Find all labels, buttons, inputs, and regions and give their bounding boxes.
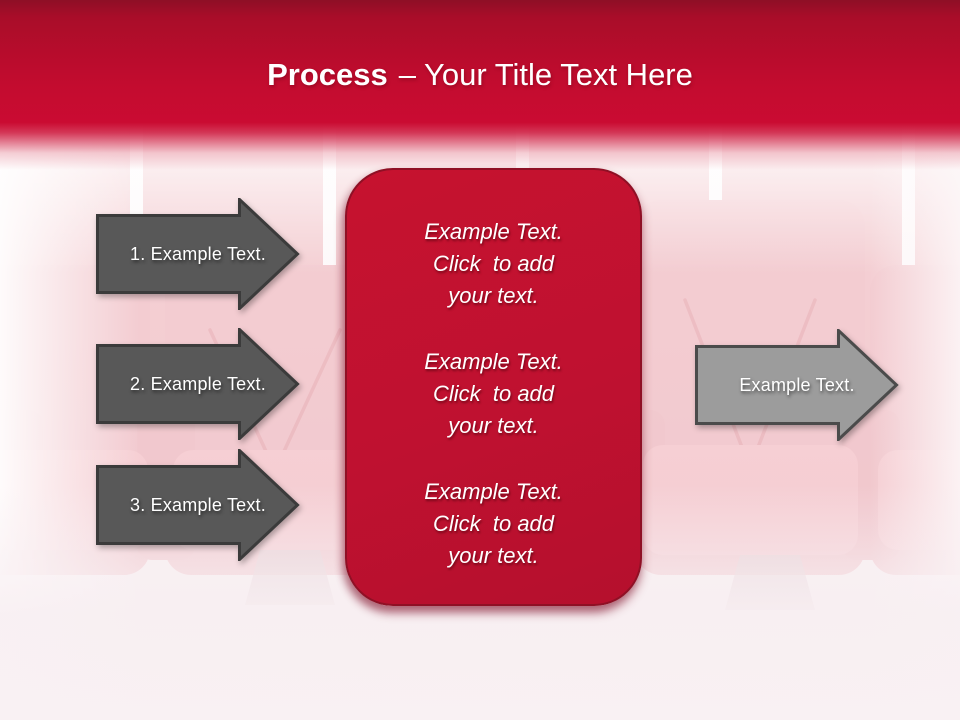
process-arrow-3-label: 3. Example Text.	[130, 494, 266, 515]
center-text-paragraph-2[interactable]: Example Text. Click to add your text.	[424, 349, 563, 438]
output-arrow[interactable]: Example Text.	[695, 329, 899, 441]
process-arrow-3[interactable]: 3. Example Text.	[96, 449, 300, 561]
right-arrow-shape-icon	[695, 329, 899, 441]
center-text-box[interactable]: Example Text. Click to add your text. Ex…	[345, 168, 642, 606]
process-arrow-2[interactable]: 2. Example Text.	[96, 328, 300, 440]
process-arrow-2-label: 2. Example Text.	[130, 373, 266, 394]
center-text-paragraph-3[interactable]: Example Text. Click to add your text.	[424, 479, 563, 568]
slide-title-placeholder: – Your Title Text Here	[398, 57, 693, 92]
slide-title-keyword: Process	[267, 57, 388, 92]
slide-title[interactable]: Process – Your Title Text Here	[0, 56, 960, 94]
process-arrow-1-label: 1. Example Text.	[130, 243, 266, 264]
process-arrow-1[interactable]: 1. Example Text.	[96, 198, 300, 310]
center-text-paragraph-1[interactable]: Example Text. Click to add your text.	[424, 219, 563, 308]
output-arrow-label: Example Text.	[739, 374, 855, 395]
